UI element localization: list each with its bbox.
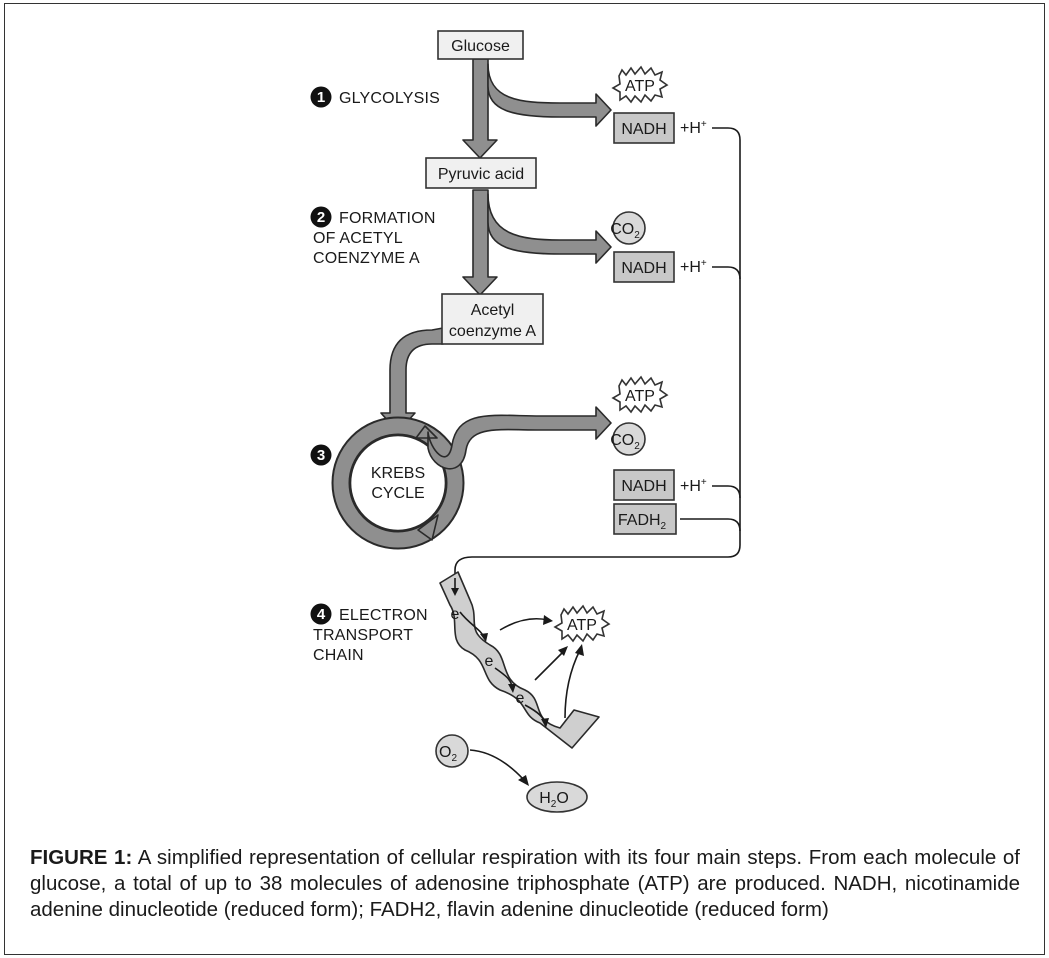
pyruvic-acid-box xyxy=(425,157,537,189)
fadh2-connector xyxy=(680,518,741,532)
step-2-label: 2 FORMATION OF ACETYL COENZYME A xyxy=(310,206,436,267)
glycolysis-arrow xyxy=(462,58,612,159)
co2-circle-2: CO2 xyxy=(610,422,646,456)
nadh-connector-2 xyxy=(712,266,741,280)
glucose-label: Glucose xyxy=(451,38,510,55)
electron-label-2: e xyxy=(485,653,494,670)
krebs-cycle-ring xyxy=(331,416,465,550)
svg-text:GLYCOLYSIS: GLYCOLYSIS xyxy=(339,90,440,107)
atp-burst-3: ATP xyxy=(553,604,611,643)
krebs-output-arrow xyxy=(427,406,612,470)
figure-caption: FIGURE 1: A simplified representation of… xyxy=(30,845,1020,923)
h2o-ellipse: H2O xyxy=(526,781,588,813)
step-4-label: 4 ELECTRON TRANSPORT CHAIN xyxy=(310,603,428,664)
svg-text:NADH: NADH xyxy=(621,260,666,277)
svg-text:NADH: NADH xyxy=(621,478,666,495)
svg-text:OF ACETYL: OF ACETYL xyxy=(313,230,403,247)
svg-text:H2O: H2O xyxy=(539,790,569,810)
acetyl-coa-label-1: Acetyl xyxy=(471,302,515,319)
acetyl-coa-label-2: coenzyme A xyxy=(449,323,536,340)
step-3-label: 3 xyxy=(310,444,332,466)
svg-text:TRANSPORT: TRANSPORT xyxy=(313,627,413,644)
svg-text:4: 4 xyxy=(317,606,326,623)
co2-circle-1: CO2 xyxy=(610,211,646,245)
glucose-box xyxy=(437,30,524,60)
atp-label-1: ATP xyxy=(625,78,655,95)
nadh-collector-line xyxy=(454,127,741,580)
figure-frame xyxy=(4,3,1045,955)
acetyl-formation-arrow xyxy=(462,189,612,296)
atp-arrows xyxy=(499,615,584,719)
h-plus-2: +H+ xyxy=(680,258,707,276)
caption-text: A simplified representation of cellular … xyxy=(30,846,1020,921)
svg-text:2: 2 xyxy=(317,209,325,226)
svg-text:FADH2: FADH2 xyxy=(618,512,667,532)
atp-label-2: ATP xyxy=(625,388,655,405)
h-plus-1: +H+ xyxy=(680,119,707,137)
caption-label: FIGURE 1: xyxy=(30,846,133,869)
nadh-box-1: NADH +H+ xyxy=(613,112,707,144)
svg-text:FORMATION: FORMATION xyxy=(339,210,436,227)
atp-label-3: ATP xyxy=(567,617,597,634)
pyruvic-acid-label: Pyruvic acid xyxy=(438,166,524,183)
acetyl-coa-box xyxy=(441,293,544,345)
electron-label-1: e xyxy=(451,606,460,623)
o2-circle: O2 xyxy=(435,734,469,768)
nadh-box-3: NADH +H+ xyxy=(613,469,707,501)
nadh-connector-3 xyxy=(712,485,741,499)
step-1-label: 1 GLYCOLYSIS xyxy=(310,86,440,108)
o2-to-h2o-arrow xyxy=(469,749,529,786)
atp-burst-1: ATP xyxy=(611,65,669,104)
svg-text:1: 1 xyxy=(317,89,325,106)
svg-text:CO2: CO2 xyxy=(610,432,640,452)
krebs-label-2: CYCLE xyxy=(371,485,424,502)
svg-text:COENZYME A: COENZYME A xyxy=(313,250,420,267)
svg-text:CO2: CO2 xyxy=(610,221,640,241)
cellular-respiration-diagram: Glucose Pyruvic acid Acetyl coenzyme A K… xyxy=(310,30,741,813)
h-plus-3: +H+ xyxy=(680,477,707,495)
atp-burst-2: ATP xyxy=(611,375,669,414)
electron-label-3: e xyxy=(516,690,525,707)
fadh2-box: FADH2 xyxy=(613,503,677,535)
krebs-label-1: KREBS xyxy=(371,465,425,482)
svg-text:CHAIN: CHAIN xyxy=(313,647,364,664)
svg-text:NADH: NADH xyxy=(621,121,666,138)
svg-text:ELECTRON: ELECTRON xyxy=(339,607,428,624)
electron-transport-ribbon: e e e xyxy=(439,571,600,749)
svg-text:3: 3 xyxy=(317,447,325,464)
acetyl-to-krebs-arrow xyxy=(380,327,444,433)
nadh-box-2: NADH +H+ xyxy=(613,251,707,283)
